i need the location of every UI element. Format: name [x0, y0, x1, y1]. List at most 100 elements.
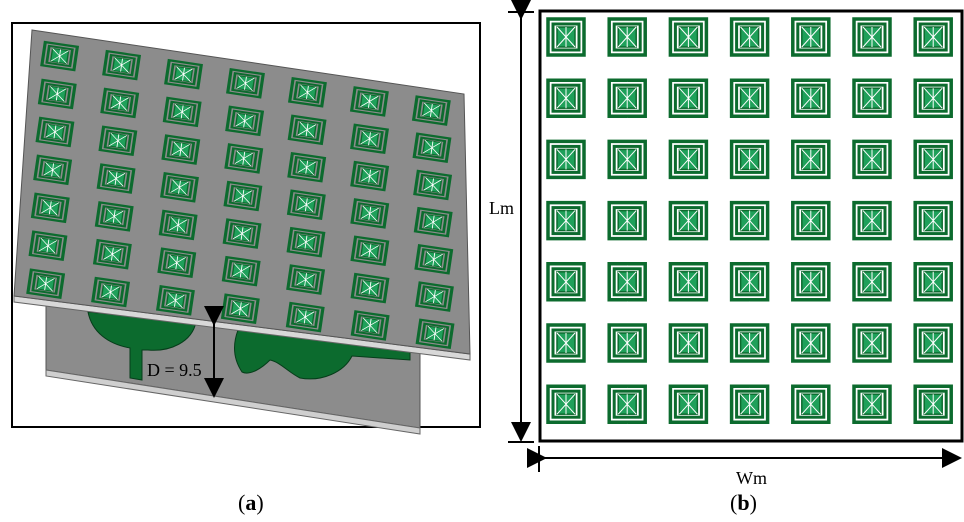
tilted-unit-cell [350, 310, 390, 341]
unit-cell [546, 17, 586, 57]
tilted-unit-cell [40, 40, 80, 72]
unit-cell [607, 139, 647, 180]
unit-cell [852, 384, 892, 424]
tilted-unit-cell [35, 116, 75, 148]
unit-cell [791, 17, 831, 57]
tilted-unit-cell [37, 78, 77, 110]
tilted-unit-cell [286, 226, 326, 258]
tilted-unit-cell [160, 171, 199, 203]
tilted-unit-cell [102, 49, 142, 81]
unit-cell [729, 78, 770, 118]
tilted-unit-cell [94, 201, 134, 232]
caption-a: (a) [238, 490, 264, 516]
tilted-unit-cell [412, 132, 452, 164]
tilted-unit-cell [286, 189, 326, 221]
unit-cell [607, 384, 647, 424]
unit-cell [668, 262, 709, 302]
panel-b: Lm Wm [489, 0, 964, 488]
left-radiator [87, 311, 197, 381]
dimension-wm: Wm [527, 446, 962, 488]
caption-a-close: ) [256, 490, 264, 515]
caption-b-letter: b [737, 490, 750, 515]
tilted-unit-cell [350, 160, 390, 192]
tilted-unit-cell [30, 192, 70, 224]
panel-a: D = 9.5 [11, 22, 481, 435]
tilted-cell-array [26, 40, 455, 350]
tilted-unit-cell [414, 281, 454, 312]
unit-cell [913, 384, 953, 424]
tilted-unit-cell [155, 285, 195, 316]
tilted-unit-cell [162, 96, 202, 128]
caption-b: (b) [730, 490, 757, 516]
tilted-unit-cell [413, 206, 453, 238]
unit-cell [913, 262, 953, 302]
tilted-unit-cell [411, 95, 451, 126]
unit-cell [729, 139, 770, 180]
caption-b-close: ) [749, 490, 757, 515]
unit-cell [852, 200, 892, 241]
caption-b-open: ( [730, 490, 738, 515]
unit-cell [668, 17, 709, 57]
tilted-unit-cell [158, 209, 198, 241]
dimension-wm-label: Wm [736, 468, 767, 488]
tilted-unit-cell [286, 264, 326, 295]
tilted-unit-cell [221, 255, 261, 287]
caption-a-open: ( [238, 490, 246, 515]
unit-cell [607, 323, 647, 363]
unit-cell [546, 384, 586, 424]
tilted-unit-cell [414, 244, 454, 275]
tilted-unit-cell [350, 198, 390, 229]
unit-cell [791, 200, 831, 241]
unit-cell [913, 139, 953, 180]
unit-cell [546, 262, 586, 302]
unit-cell [546, 323, 586, 363]
unit-cell [852, 78, 892, 118]
unit-cell-array [546, 17, 953, 424]
tilted-unit-cell [28, 230, 68, 262]
dimension-d: D = 9.5 [147, 306, 224, 398]
unit-cell [607, 17, 647, 57]
unit-cell [852, 17, 892, 57]
tilted-unit-cell [26, 268, 66, 299]
unit-cell [607, 78, 647, 118]
caption-a-letter: a [245, 490, 257, 515]
unit-cell [546, 200, 586, 241]
tilted-unit-cell [91, 276, 131, 308]
unit-cell [546, 139, 586, 180]
dimension-lm-label: Lm [489, 198, 514, 218]
tilted-unit-cell [222, 218, 262, 249]
tilted-unit-cell [96, 163, 136, 194]
unit-cell [913, 200, 953, 241]
unit-cell [729, 17, 770, 57]
dimension-d-label: D = 9.5 [147, 360, 202, 380]
tilted-unit-cell [287, 114, 327, 146]
tilted-unit-cell [220, 293, 260, 325]
unit-cell [668, 139, 709, 180]
unit-cell [607, 262, 647, 302]
tilted-unit-cell [350, 272, 390, 304]
tilted-unit-cell [100, 87, 140, 119]
tilted-unit-cell [226, 67, 265, 99]
unit-cell [729, 262, 770, 302]
tilted-unit-cell [224, 143, 264, 174]
tilted-unit-cell [33, 154, 73, 186]
unit-cell [668, 323, 709, 363]
unit-cell [668, 384, 709, 424]
unit-cell [668, 78, 709, 118]
dimension-lm: Lm [489, 0, 534, 443]
tilted-unit-cell [164, 58, 203, 90]
tilted-unit-cell [161, 134, 201, 165]
unit-cell [852, 323, 892, 363]
tilted-unit-cell [349, 86, 389, 117]
tilted-unit-cell [350, 123, 389, 155]
unit-cell [607, 200, 647, 241]
unit-cell [729, 384, 770, 424]
unit-cell [791, 323, 831, 363]
unit-cell [852, 139, 892, 180]
unit-cell [852, 262, 892, 302]
unit-cell [729, 323, 770, 363]
unit-cell [913, 323, 953, 363]
unit-cell [729, 200, 770, 241]
tilted-unit-cell [287, 77, 327, 108]
tilted-unit-cell [92, 238, 132, 270]
